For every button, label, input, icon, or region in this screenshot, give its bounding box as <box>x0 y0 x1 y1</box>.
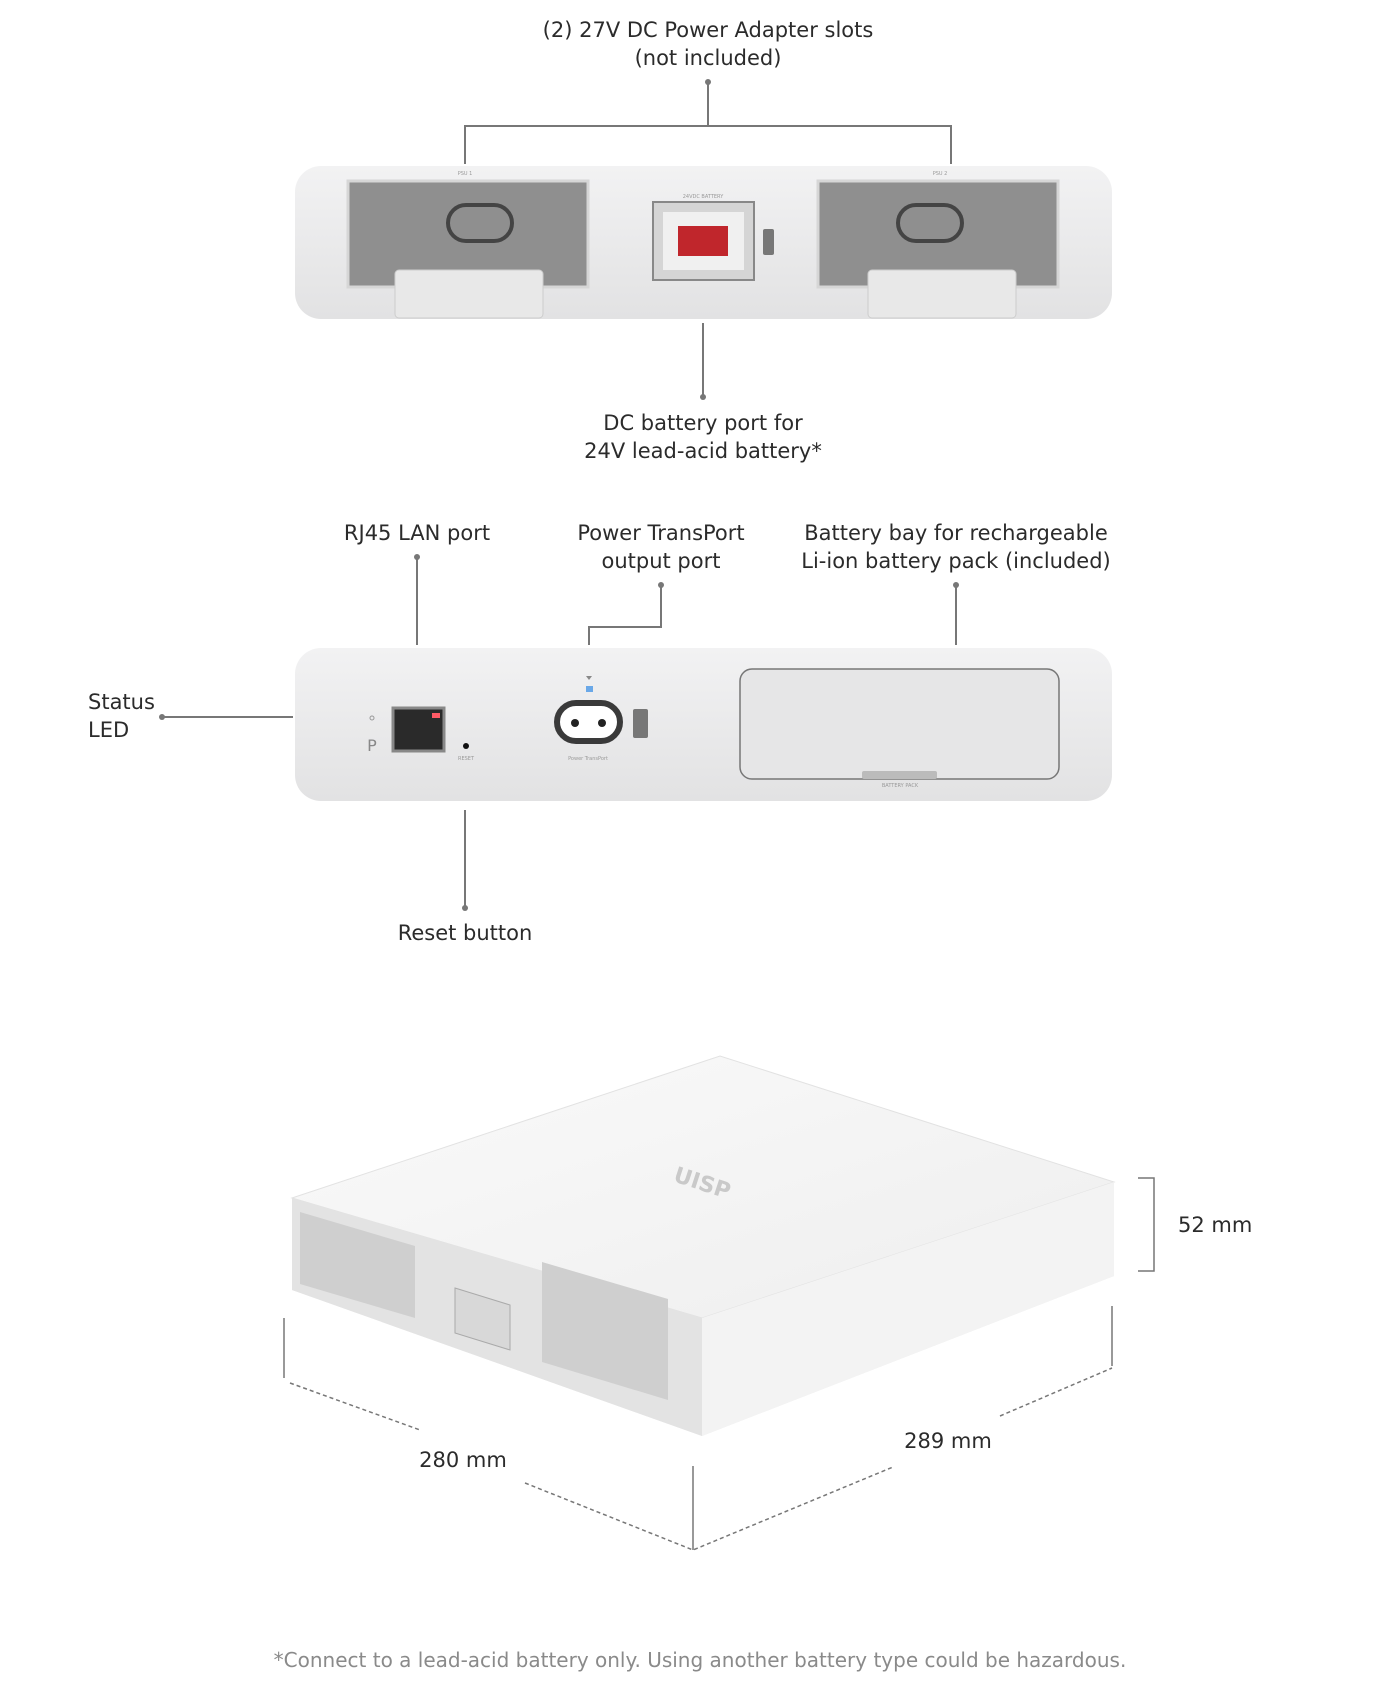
reset-mark: RESET <box>458 756 475 762</box>
label-line: LED <box>88 718 130 742</box>
front-device: P RESET Power TransPort BATTERY PACK <box>295 648 1112 801</box>
battery-bay-cover <box>739 668 1060 780</box>
transport-led <box>586 686 593 692</box>
rj45-label: RJ45 LAN port <box>343 521 491 545</box>
status-led <box>369 715 375 721</box>
p-mark: P <box>367 736 377 755</box>
label-line: Li-ion battery pack (included) <box>801 549 1111 573</box>
label-line: output port <box>601 549 721 573</box>
footnote: *Connect to a lead-acid battery only. Us… <box>273 1648 1127 1672</box>
label-line: Power TransPort <box>577 521 745 545</box>
reset-label: Reset button <box>397 921 533 945</box>
label-line: (not included) <box>634 46 782 70</box>
triangle-icon <box>586 676 592 680</box>
psu-slot-1 <box>346 179 590 289</box>
leader-lines-rear <box>464 82 952 397</box>
battery-port-mark: 24VDC BATTERY <box>683 194 725 200</box>
transport-port <box>554 700 623 744</box>
reset-hole <box>463 743 469 749</box>
psu-1-mark: PSU 1 <box>458 171 473 177</box>
adapter-slots-label: (2) 27V DC Power Adapter slots (not inclu… <box>543 16 874 72</box>
transport-label: Power TransPort output port <box>577 519 744 575</box>
psu-slot-2 <box>816 179 1060 289</box>
depth-dimension: 280 mm <box>419 1448 507 1472</box>
leader-dot <box>705 79 711 85</box>
height-dimension: 52 mm <box>1178 1213 1253 1237</box>
leader-lines-front <box>162 557 957 908</box>
psu-2-mark: PSU 2 <box>933 171 948 177</box>
width-dimension: 289 mm <box>904 1429 992 1453</box>
label-line: DC battery port for <box>603 411 803 435</box>
label-line: 24V lead-acid battery* <box>584 439 822 463</box>
battery-mark: BATTERY PACK <box>882 783 919 789</box>
leader-dots <box>159 554 959 911</box>
battery-port-label: DC battery port for 24V lead-acid battery… <box>584 409 822 465</box>
transport-mark: Power TransPort <box>568 756 608 762</box>
label-line: Battery bay for rechargeable <box>804 521 1108 545</box>
latch-icon <box>633 709 648 738</box>
iso-device: UISP <box>290 1055 1116 1436</box>
label-line: (2) 27V DC Power Adapter slots <box>542 18 874 42</box>
rear-device: PSU 1 PSU 2 24VDC BATTERY <box>295 166 1112 319</box>
leader-dot <box>700 394 706 400</box>
latch-icon <box>763 229 774 255</box>
dimension-lines <box>283 1177 1155 1551</box>
label-line: Status <box>88 690 155 714</box>
